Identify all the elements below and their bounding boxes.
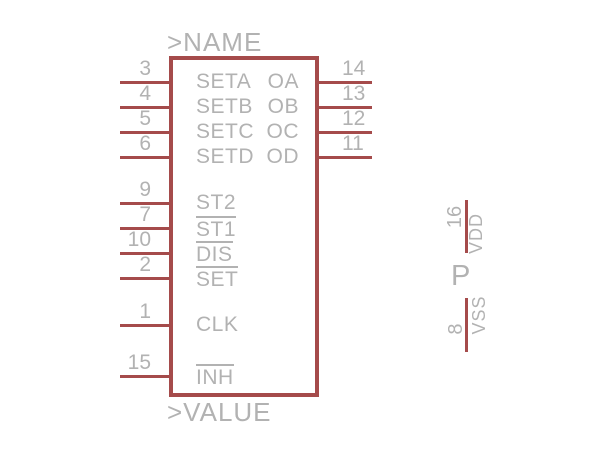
pin-od-line[interactable] (315, 156, 372, 159)
pin-oc-line[interactable] (315, 131, 372, 134)
pin-od-label-text: OD (266, 145, 299, 168)
pin-clk-label: CLK (196, 314, 276, 336)
pin-oc-label-text: OC (266, 120, 299, 143)
symbol-name-text[interactable]: >NAME (167, 27, 263, 57)
pin-setd-label: SETD (196, 146, 276, 168)
pin-dis-label-text: DIS (196, 241, 233, 266)
pin-dis-label: DIS (196, 241, 276, 266)
pin-ob-line[interactable] (315, 106, 372, 109)
pin-vss-label: VSS (469, 295, 489, 335)
pin-od-label: OD (219, 146, 299, 168)
symbol-value-text[interactable]: >VALUE (167, 397, 272, 427)
pin-st2-number: 9 (139, 178, 151, 201)
pin-setd-number: 6 (139, 132, 151, 155)
pin-clk-number: 1 (139, 300, 151, 323)
pin-seta-label-text: SETA (196, 70, 252, 93)
pin-vss-line[interactable] (465, 298, 468, 352)
pin-st1-label: ST1 (196, 216, 276, 241)
pin-seta-label: SETA (196, 71, 276, 93)
pin-clk-label-text: CLK (196, 313, 239, 336)
pin-oc-label: OC (219, 121, 299, 143)
pin-vdd-label: VDD (466, 212, 486, 254)
pin-ob-label-text: OB (267, 95, 299, 118)
pin-dis-line[interactable] (120, 252, 170, 255)
pin-clk-line[interactable] (120, 324, 170, 327)
pin-ob-number: 13 (342, 82, 366, 105)
pin-st2-line[interactable] (120, 202, 170, 205)
pin-inh-label-text: INH (196, 364, 234, 389)
pin-oa-label: OA (219, 71, 299, 93)
pin-ob-label: OB (219, 96, 299, 118)
pin-inh-number: 15 (127, 351, 151, 374)
pin-setc-line[interactable] (120, 131, 170, 134)
pin-st2-label: ST2 (196, 192, 276, 214)
pin-oc-number: 12 (342, 107, 366, 130)
pin-set-line[interactable] (120, 277, 170, 280)
ic-body-outline[interactable] (169, 56, 319, 397)
pin-setc-label: SETC (196, 121, 276, 143)
pin-vss-number: 8 (445, 323, 467, 335)
pin-dis-number: 10 (127, 228, 151, 251)
pin-setc-number: 5 (139, 107, 151, 130)
pin-vdd-line[interactable] (465, 200, 468, 253)
pin-st2-label-text: ST2 (196, 191, 237, 214)
pin-set-label-text: SET (196, 266, 239, 291)
pin-st1-line[interactable] (120, 227, 170, 230)
pin-st1-label-text: ST1 (196, 216, 237, 241)
pin-setb-line[interactable] (120, 106, 170, 109)
pin-oa-number: 14 (342, 57, 366, 80)
pin-st1-number: 7 (139, 203, 151, 226)
pin-setb-number: 4 (139, 82, 151, 105)
pin-inh-line[interactable] (120, 375, 170, 378)
pin-set-label: SET (196, 266, 276, 291)
pin-setb-label-text: SETB (196, 95, 253, 118)
pin-setb-label: SETB (196, 96, 276, 118)
pin-seta-number: 3 (139, 57, 151, 80)
pin-setc-label-text: SETC (196, 120, 255, 143)
pin-seta-line[interactable] (120, 81, 170, 84)
pin-oa-label-text: OA (267, 70, 299, 93)
pin-od-number: 11 (342, 132, 364, 155)
pin-setd-label-text: SETD (196, 145, 255, 168)
pin-vdd-number: 16 (444, 205, 466, 229)
power-gate-label: P (451, 260, 471, 292)
pin-set-number: 2 (139, 253, 151, 276)
pin-oa-line[interactable] (315, 81, 372, 84)
pin-setd-line[interactable] (120, 156, 170, 159)
pin-inh-label: INH (196, 364, 276, 389)
